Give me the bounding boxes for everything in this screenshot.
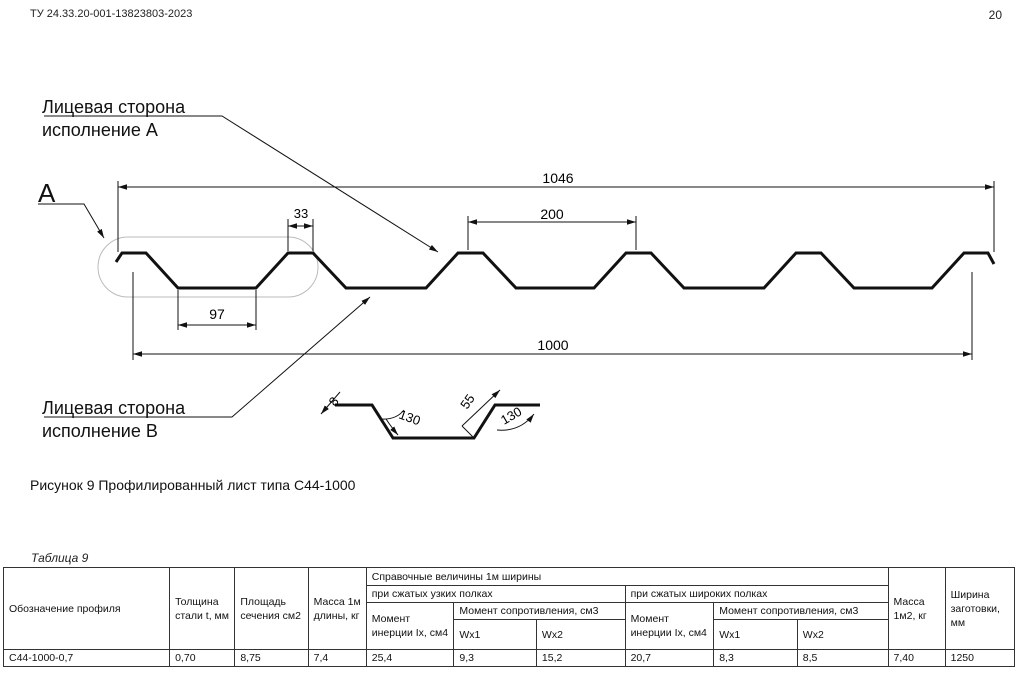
profile-drawing: 1046 200 33 97 1000 8 1 [38,115,996,440]
dimension-1000: 1000 [132,272,973,360]
th-resistance-narrow: Момент сопротивления, см3 [453,602,626,620]
detail-a-outline [97,236,319,298]
dim-bottom-text: 97 [209,306,225,322]
dim-top-text: 33 [294,206,308,221]
face-b-line1: Лицевая сторона [42,398,186,418]
cell-thickness: 0,70 [169,649,236,667]
table-caption: Таблица 9 [31,551,89,565]
th-wx2-wide: Wx2 [796,619,889,650]
dimension-1046: 1046 [117,170,995,252]
face-b-line2: исполнение В [42,421,158,441]
th-blank-width: Ширина заготовки, мм [944,567,1016,650]
leader-face-b [44,296,371,418]
th-wide: при сжатых широких полках [624,585,889,603]
cell-wx1-narrow: 9,3 [453,649,537,667]
dim-work-text: 1000 [537,337,568,353]
cell-mass-1m2: 7,40 [887,649,946,667]
cell-wx2-narrow: 15,2 [535,649,626,667]
document-code: ТУ 24.33.20-001-13823803-2023 [30,8,193,20]
profile-outline [114,251,996,290]
cell-profile: С44-1000-0,7 [2,649,171,667]
detail-angle-1-text: 130 [397,407,423,429]
th-narrow: при сжатых узких полках [365,585,626,603]
cell-wx2-wide: 8,5 [796,649,889,667]
th-wx2-narrow: Wx2 [535,619,626,650]
detail-height-text: 55 [457,391,478,411]
th-mass-1m2: Масса 1м2, кг [887,567,946,650]
cell-mass-1m: 7,4 [307,649,367,667]
th-resistance-wide: Момент сопротивления, см3 [713,602,889,620]
cell-blank-width: 1250 [944,649,1016,667]
th-reference: Справочные величины 1м ширины [365,567,889,586]
th-inertia-narrow: Момент инерции Ix, см4 [365,602,455,650]
th-mass-1m: Масса 1м длины, кг [307,567,367,650]
table-row: С44-1000-0,7 0,70 8,75 7,4 25,4 9,3 15,2… [2,649,1016,667]
th-inertia-wide: Момент инерции Ix, см4 [624,602,715,650]
page-number: 20 [988,8,1002,22]
face-a-line1: Лицевая сторона [42,97,186,117]
detail-section: 8 130 55 130 [320,389,540,440]
dim-total-text: 1046 [542,170,573,186]
th-area: Площадь сечения см2 [234,567,309,650]
th-wx1-wide: Wx1 [713,619,798,650]
detail-angle-2-text: 130 [498,404,524,428]
th-thickness: Толщина стали t, мм [169,567,236,650]
figure-caption: Рисунок 9 Профилированный лист типа С44-… [30,477,356,493]
cell-inertia-narrow: 25,4 [365,649,455,667]
cell-wx1-wide: 8,3 [713,649,798,667]
dimension-200: 200 [467,206,637,250]
th-profile: Обозначение профиля [2,567,171,650]
dimension-97: 97 [177,290,257,330]
cell-area: 8,75 [234,649,309,667]
th-wx1-narrow: Wx1 [453,619,537,650]
leader-view-a [38,203,105,239]
face-a-line2: исполнение А [42,120,158,140]
spec-table: Обозначение профиля Толщина стали t, мм … [2,567,1016,667]
view-a-label: А [38,178,56,208]
dim-pitch-text: 200 [540,206,564,222]
leader-face-a [44,115,439,253]
dimension-33: 33 [287,206,314,251]
cell-inertia-wide: 20,7 [624,649,715,667]
